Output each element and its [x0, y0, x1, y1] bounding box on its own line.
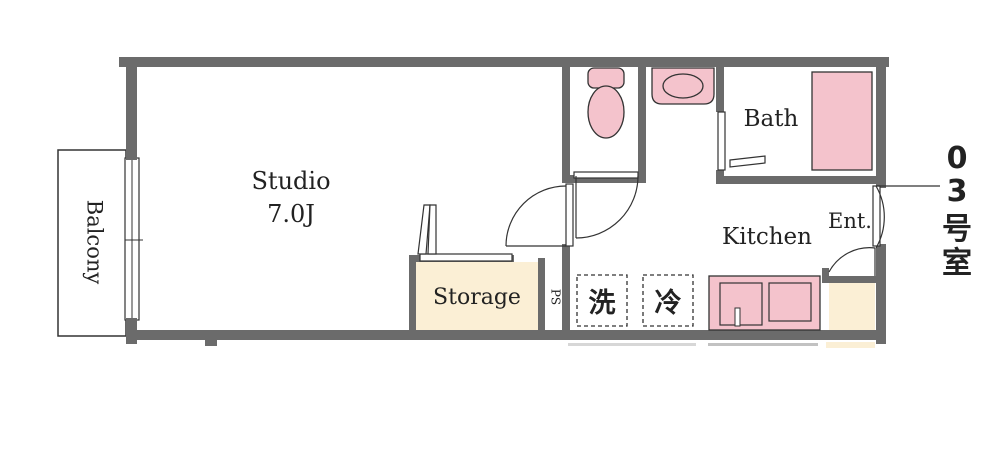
- storage-area: [416, 262, 538, 330]
- studio-door-icon: [505, 183, 574, 247]
- storage-label: Storage: [433, 285, 521, 310]
- storage-folding-door-icon: [417, 204, 513, 262]
- unit-number-char-2: 3: [947, 174, 968, 209]
- bath-folding-door-icon: [717, 111, 766, 171]
- kitchen-counter: [708, 275, 821, 331]
- balcony-label: Balcony: [83, 200, 107, 285]
- fridge-slot: [642, 274, 694, 327]
- unit-number-char-4: 室: [942, 246, 972, 281]
- pipe-space-label: PS: [549, 289, 563, 305]
- washer-slot: [576, 274, 628, 327]
- entrance-door-icon: [872, 185, 940, 249]
- unit-number-char-1: 0: [947, 141, 968, 176]
- bath-label: Bath: [744, 106, 799, 132]
- balcony: [57, 149, 127, 337]
- studio-size-label: 7.0J: [267, 200, 315, 228]
- bathtub-icon: [811, 71, 873, 171]
- toilet-icon: [587, 67, 625, 139]
- washbasin-icon: [651, 67, 715, 105]
- fridge-label: 冷: [655, 288, 682, 319]
- studio-label: Studio: [251, 167, 330, 195]
- walls: [119, 57, 889, 346]
- entrance-label: Ent.: [828, 209, 872, 233]
- entrance-inner-door-icon: [828, 247, 876, 276]
- kitchen-label: Kitchen: [722, 224, 812, 250]
- entrance-floor: [829, 283, 875, 330]
- unit-number-char-3: 号: [942, 212, 972, 247]
- washer-label: 洗: [589, 288, 616, 319]
- unit-number: 0 3 号 室: [942, 141, 972, 281]
- toilet-door-icon: [573, 171, 639, 239]
